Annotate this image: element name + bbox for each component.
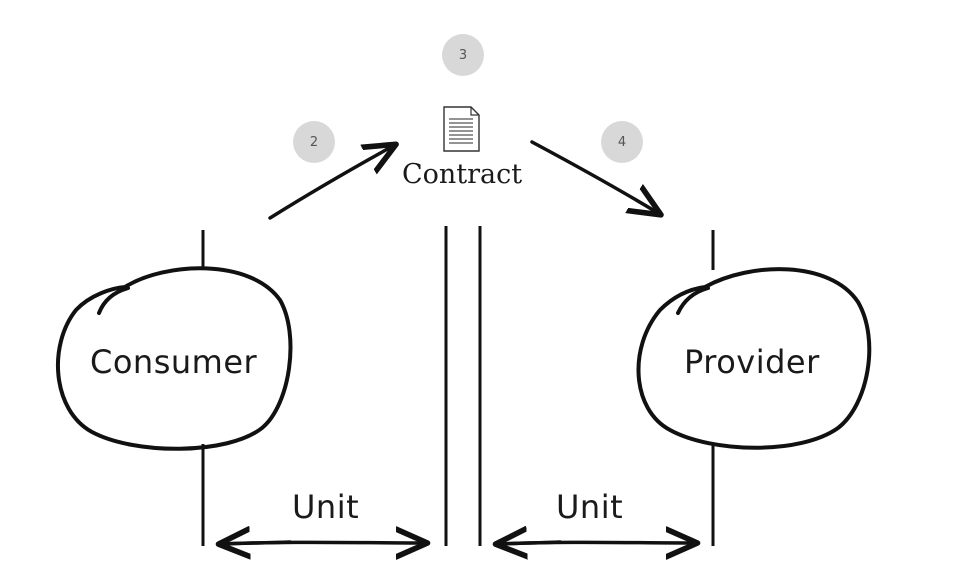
provider-blob-stroke-tail (676, 286, 710, 315)
arrow-consumer-to-contract (268, 146, 393, 220)
consumer-blob-stroke-tail (97, 286, 130, 315)
contract-label: Contract (402, 159, 523, 190)
provider-label: Provider (684, 343, 820, 381)
consumer-label: Consumer (90, 343, 258, 381)
unit-arrow-left-tail (222, 542, 292, 544)
consumer-blob (56, 266, 293, 451)
step-badge-2: 2 (293, 121, 335, 163)
unit-arrow-right-tail (499, 542, 562, 544)
document-icon (443, 106, 480, 152)
step-badge-4: 4 (601, 121, 643, 163)
unit-label-right: Unit (556, 488, 624, 526)
step-badge-3: 3 (442, 34, 484, 76)
unit-label-left: Unit (292, 488, 360, 526)
provider-blob (636, 267, 872, 450)
arrow-contract-to-provider (530, 140, 658, 213)
